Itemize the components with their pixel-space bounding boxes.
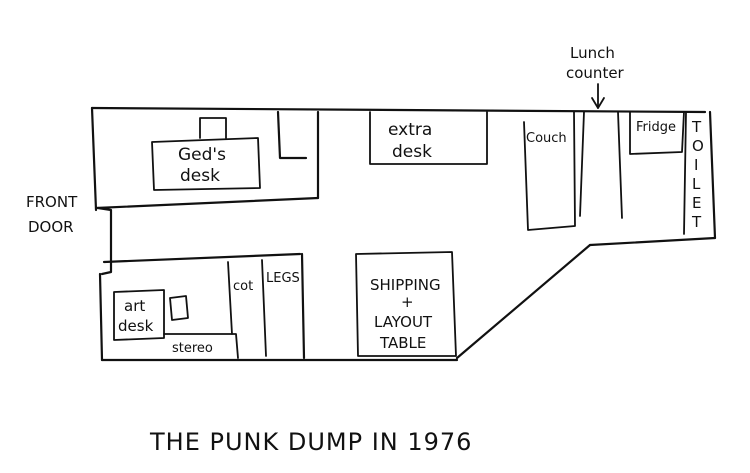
extra-desk-label-line2: desk — [392, 142, 432, 162]
legs-label: LEGS — [266, 271, 300, 286]
fridge-outline — [629, 111, 685, 155]
interior-walls — [94, 110, 320, 360]
shipping-label-line4: TABLE — [379, 334, 426, 352]
lower-left-wall — [98, 272, 104, 362]
art-desk-stool — [169, 295, 189, 321]
stereo: stereo — [163, 333, 239, 359]
cot-left-edge — [227, 261, 233, 335]
outer-walls — [90, 106, 717, 362]
fridge: Fridge — [629, 111, 685, 155]
geds-chair — [199, 117, 227, 139]
extra-desk: extra desk — [369, 111, 488, 165]
lower-room-top-wall — [102, 252, 302, 264]
couch: Couch — [523, 111, 576, 231]
art-desk-label-line1: art — [124, 297, 145, 315]
shipping-label-line1: SHIPPING — [370, 276, 441, 294]
lower-room-right-wall — [300, 252, 306, 360]
legs: LEGS — [266, 271, 300, 286]
lunch-counter-left-edge — [579, 111, 585, 217]
art-desk: art desk — [113, 289, 189, 341]
lunch-counter-right-edge — [617, 111, 623, 219]
shipping-label-line3: LAYOUT — [374, 313, 433, 331]
geds-desk: Ged's desk — [151, 117, 261, 191]
top-wall — [90, 106, 707, 114]
toilet-letter-1: T — [691, 118, 702, 136]
toilet-letter-4: L — [692, 175, 701, 193]
upper-left-wall — [90, 106, 98, 212]
extra-desk-label-line1: extra — [388, 120, 432, 140]
couch-label: Couch — [526, 131, 567, 146]
lunch-counter: Lunch counter — [566, 44, 625, 219]
toilet-letter-3: I — [694, 156, 698, 174]
toilet-letter-2: O — [692, 137, 704, 155]
right-lower-wall — [588, 236, 717, 247]
front-door-opening — [96, 206, 113, 276]
lunch-counter-label-line2: counter — [566, 64, 625, 82]
front-door-label-line1: FRONT — [26, 193, 78, 211]
stereo-outline — [163, 333, 239, 359]
diagram-title: THE PUNK DUMP IN 1976 — [149, 428, 472, 456]
toilet-wall — [683, 111, 687, 235]
geds-desk-outline — [151, 137, 261, 191]
shipping-layout-table: SHIPPING + LAYOUT TABLE — [355, 251, 457, 357]
toilet-letter-6: T — [691, 213, 702, 231]
lunch-counter-arrow-head — [591, 97, 605, 109]
front-door-label-line2: DOOR — [28, 218, 74, 236]
couch-outline — [523, 111, 576, 231]
shipping-table-outline — [355, 251, 457, 357]
toilet: T O I L E T — [683, 111, 704, 235]
shipping-label-line2: + — [401, 293, 414, 311]
front-door: FRONT DOOR — [26, 193, 78, 236]
geds-desk-label-line1: Ged's — [178, 145, 226, 165]
right-wall — [708, 110, 717, 240]
geds-desk-label-line2: desk — [180, 166, 220, 186]
closet-wall — [276, 110, 308, 160]
art-desk-outline — [113, 289, 165, 341]
upper-room-bottom-wall — [94, 196, 320, 210]
stereo-label: stereo — [172, 341, 213, 356]
art-desk-label-line2: desk — [118, 317, 154, 335]
toilet-letter-5: E — [692, 194, 701, 212]
extra-desk-outline — [369, 111, 488, 165]
fridge-label: Fridge — [636, 120, 676, 135]
cot-label: cot — [233, 279, 253, 294]
cot: cot — [227, 259, 267, 357]
cot-right-edge — [261, 259, 267, 357]
lunch-counter-label-line1: Lunch — [570, 44, 615, 62]
diagonal-wall — [455, 243, 592, 360]
